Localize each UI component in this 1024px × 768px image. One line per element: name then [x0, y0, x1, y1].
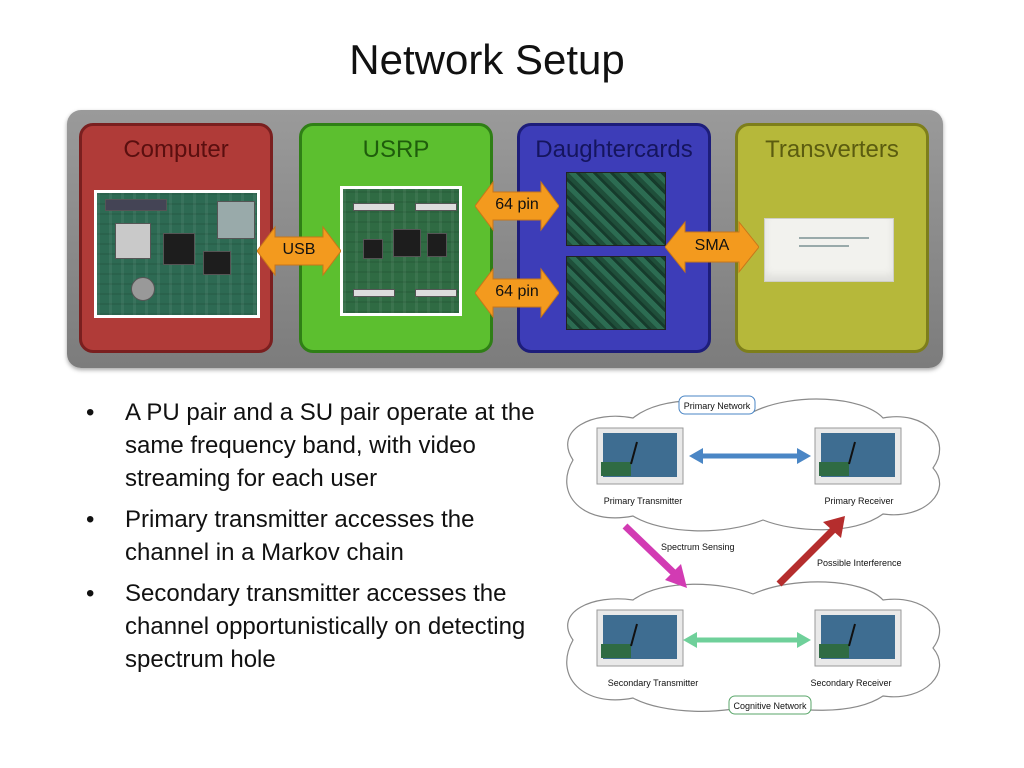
sma-label: SMA — [694, 237, 730, 254]
secondary-receiver-laptop-icon — [814, 609, 902, 667]
network-diagram: Primary Network Cognitive Network Primar… — [553, 390, 949, 724]
spectrum-sensing-arrow — [622, 523, 687, 588]
bullet-list: A PU pair and a SU pair operate at the s… — [82, 396, 552, 684]
spectrum-sensing-label: Spectrum Sensing — [661, 542, 735, 552]
possible-interference-label: Possible Interference — [817, 558, 902, 568]
primary-transmitter-label: Primary Transmitter — [604, 496, 683, 506]
primary-receiver-laptop-icon — [814, 427, 902, 485]
transverter-box-photo — [764, 218, 894, 282]
primary-link-arrow — [689, 448, 811, 464]
computer-module: Computer — [79, 123, 273, 353]
bullet-item-1: A PU pair and a SU pair operate at the s… — [82, 396, 552, 495]
hardware-chain-panel: Computer USRP Daughtercards Transverters — [67, 110, 943, 368]
secondary-link-arrow — [683, 632, 811, 648]
primary-receiver-label: Primary Receiver — [824, 496, 893, 506]
cognitive-network-tag — [728, 695, 812, 715]
daughtercard-photo-bottom — [566, 256, 666, 330]
page-title: Network Setup — [349, 36, 625, 83]
possible-interference-arrow — [776, 516, 845, 587]
pin-label-bottom: 64 pin — [495, 283, 539, 300]
pin-label-top: 64 pin — [495, 196, 539, 213]
pin-arrow-bottom: 64 pin — [474, 267, 560, 319]
usb-arrow: USB — [256, 225, 342, 277]
secondary-receiver-label: Secondary Receiver — [810, 678, 891, 688]
pin-arrow-top: 64 pin — [474, 180, 560, 232]
computer-label: Computer — [123, 136, 229, 163]
daughtercards-label: Daughtercards — [535, 136, 693, 163]
computer-board-photo — [94, 190, 260, 318]
primary-network-label: Primary Network — [684, 401, 751, 411]
daughtercard-photo-top — [566, 172, 666, 246]
usrp-board-photo — [340, 186, 462, 316]
usrp-label: USRP — [362, 136, 430, 163]
usrp-module: USRP — [299, 123, 493, 353]
primary-transmitter-laptop-icon — [596, 427, 684, 485]
bullet-item-2: Primary transmitter accesses the channel… — [82, 503, 552, 569]
secondary-transmitter-label: Secondary Transmitter — [608, 678, 699, 688]
daughtercards-module: Daughtercards — [517, 123, 711, 353]
transverters-module: Transverters — [735, 123, 929, 353]
sma-arrow: SMA — [664, 220, 760, 274]
transverters-label: Transverters — [765, 136, 899, 163]
secondary-transmitter-laptop-icon — [596, 609, 684, 667]
primary-network-tag — [678, 395, 756, 415]
cognitive-network-label: Cognitive Network — [733, 701, 807, 711]
bullet-item-3: Secondary transmitter accesses the chann… — [82, 577, 552, 676]
usb-label: USB — [282, 241, 316, 258]
